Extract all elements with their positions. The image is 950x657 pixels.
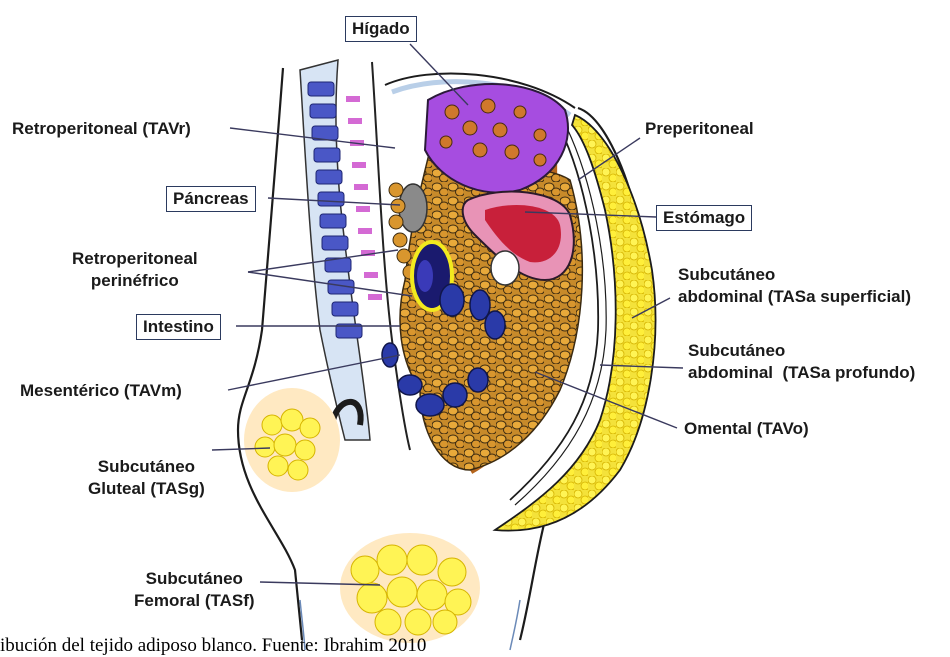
spine [300,60,410,450]
label-tavr: Retroperitoneal (TAVr) [12,118,191,140]
label-estomago: Estómago [656,205,752,231]
label-intestino: Intestino [136,314,221,340]
label-tavm: Mesentérico (TAVm) [20,380,182,402]
label-higado: Hígado [345,16,417,42]
label-tasg: Subcutáneo Gluteal (TASg) [88,456,205,500]
vessel [491,251,519,285]
figure-caption: ibución del tejido adiposo blanco. Fuent… [0,635,426,657]
label-perinefrico: Retroperitoneal perinéfrico [72,248,198,292]
label-tasf: Subcutáneo Femoral (TASf) [134,568,255,612]
label-tavo: Omental (TAVo) [684,418,809,440]
label-tasa-profundo: Subcutáneo abdominal (TASa profundo) [688,340,915,384]
femoral-fat [340,533,480,643]
label-tasa-superficial: Subcutáneo abdominal (TASa superficial) [678,264,911,308]
label-preperitoneal: Preperitoneal [645,118,754,140]
label-pancreas: Páncreas [166,186,256,212]
gluteal-fat [244,388,340,492]
